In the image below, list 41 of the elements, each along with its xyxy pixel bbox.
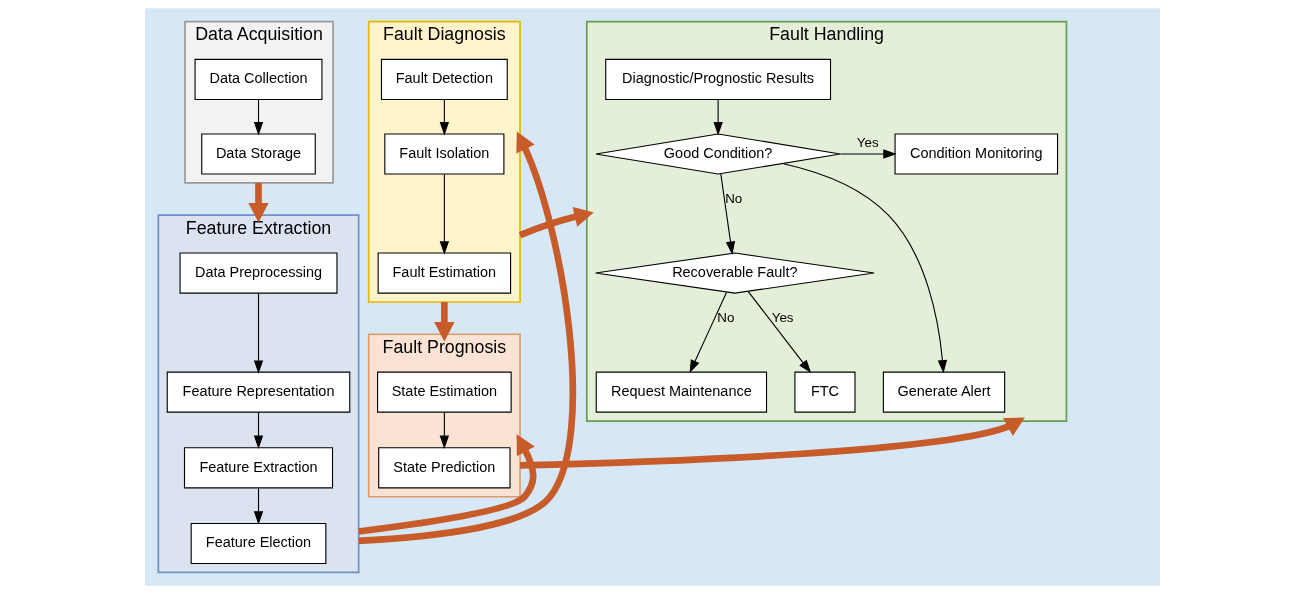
- node-box: Data Storage: [200, 133, 316, 175]
- arrow: [358, 131, 576, 545]
- node-box: Generate Alert: [882, 371, 1005, 413]
- node-box: Fault Detection: [380, 58, 508, 101]
- edge-label: Yes: [856, 134, 879, 150]
- arrow: [357, 434, 536, 535]
- node-box: Feature Representation: [166, 371, 350, 413]
- node-diamond: Recoverable Fault?: [594, 252, 875, 294]
- node-box: State Prediction: [377, 447, 511, 489]
- edge-label: Yes: [771, 309, 794, 325]
- node-diamond: Good Condition?: [594, 133, 841, 175]
- node-box: Fault Estimation: [377, 252, 511, 294]
- arrow: [781, 163, 947, 374]
- node-box: Feature Extraction: [183, 447, 333, 489]
- edge-label: No: [716, 309, 734, 325]
- arrow: [439, 412, 449, 449]
- arrow: [747, 290, 811, 374]
- node-box: Condition Monitoring: [894, 133, 1058, 175]
- arrow: [253, 292, 263, 374]
- node-box: Diagnostic/Prognostic Results: [604, 58, 831, 101]
- node-box: FTC: [793, 371, 856, 413]
- edge-label: No: [724, 190, 742, 206]
- arrow: [439, 99, 449, 136]
- node-box: Feature Election: [190, 522, 326, 565]
- node-box: Data Collection: [194, 58, 322, 101]
- arrow: [253, 99, 263, 136]
- arrow: [839, 149, 897, 159]
- arrow: [247, 182, 269, 223]
- arrow: [253, 487, 263, 525]
- arrow: [253, 412, 263, 449]
- arrow: [433, 302, 455, 342]
- node-box: State Estimation: [376, 371, 512, 413]
- arrow: [689, 291, 727, 374]
- arrow: [518, 206, 594, 239]
- arrow: [439, 173, 449, 255]
- arrow: [712, 99, 723, 136]
- arrow: [519, 417, 1025, 469]
- arrow: [719, 173, 735, 255]
- node-box: Request Maintenance: [595, 371, 767, 413]
- node-box: Fault Isolation: [383, 133, 504, 175]
- node-box: Data Preprocessing: [179, 252, 338, 294]
